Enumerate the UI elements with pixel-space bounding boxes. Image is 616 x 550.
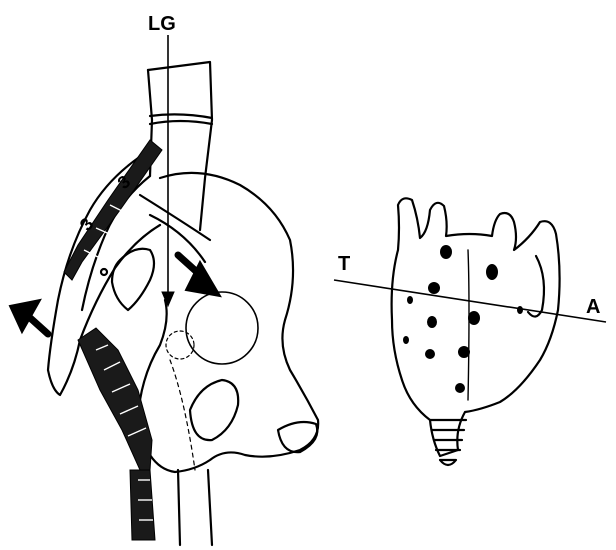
sacrum-outline xyxy=(392,198,560,456)
axis-label-right: A xyxy=(586,296,600,318)
sacrum-figure xyxy=(392,198,560,465)
sacral-midline xyxy=(468,250,469,400)
wing-line-1 xyxy=(140,195,210,240)
femur-lower-left xyxy=(178,470,180,545)
sacral-ala-right xyxy=(528,256,544,317)
sacral-foramina xyxy=(403,245,523,393)
gravity-line-label: LG xyxy=(148,13,176,35)
pelvis-figure xyxy=(48,62,318,545)
gravity-line xyxy=(162,35,174,306)
ischial-tuberosity xyxy=(278,422,317,452)
arrow-up-left-shaft xyxy=(28,316,48,334)
gravity-arrowhead xyxy=(162,292,174,306)
si-joint xyxy=(112,249,154,310)
femur-band xyxy=(150,114,212,124)
si-joint-dot xyxy=(101,269,107,275)
muscle-band-upper xyxy=(64,140,162,280)
muscle-band-lower xyxy=(78,328,152,470)
femur-lower-right xyxy=(208,470,212,545)
acetabulum-circle xyxy=(186,292,258,364)
obturator-foramen xyxy=(190,380,238,440)
axis-label-left: T xyxy=(338,253,350,275)
